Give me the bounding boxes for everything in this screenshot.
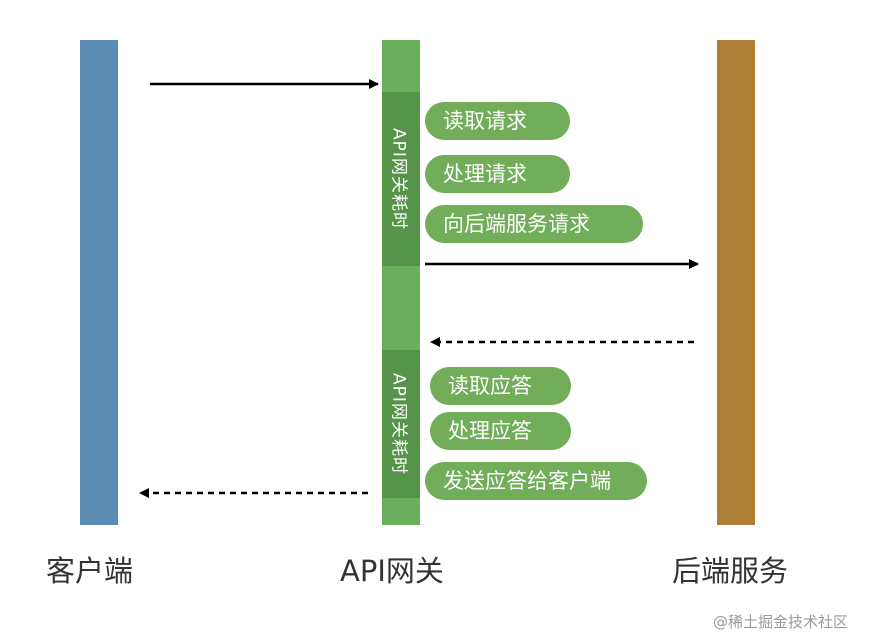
gateway-label: API网关 xyxy=(340,554,444,588)
step-read-response: 读取应答 xyxy=(430,367,571,405)
step-process-response: 处理应答 xyxy=(430,412,571,450)
client-lifeline xyxy=(80,40,118,525)
step-send-response: 发送应答给客户端 xyxy=(425,462,647,500)
gateway-response-span: API网关耗时 xyxy=(382,350,420,498)
client-label: 客户端 xyxy=(46,554,134,588)
step-request-backend: 向后端服务请求 xyxy=(425,205,643,243)
watermark: @稀土掘金技术社区 xyxy=(713,613,849,631)
gateway-request-span: API网关耗时 xyxy=(382,92,420,266)
backend-lifeline xyxy=(717,40,755,525)
step-read-request: 读取请求 xyxy=(425,102,570,140)
step-process-request: 处理请求 xyxy=(425,155,570,193)
backend-label: 后端服务 xyxy=(672,554,789,588)
